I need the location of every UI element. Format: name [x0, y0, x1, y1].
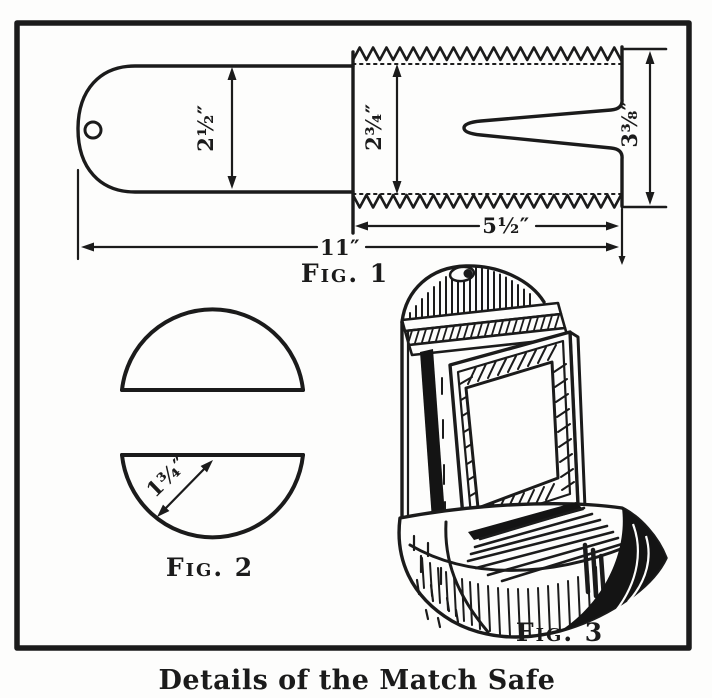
arrowhead-up-right — [200, 460, 213, 473]
fig1-dim-handle-width: 2½″ — [193, 67, 237, 189]
fig1-label: Fig. 1 — [301, 259, 389, 288]
fig3-left-side-hatching — [441, 377, 446, 519]
fig3-crest-hatching — [409, 266, 531, 321]
fig1-serrated-bottom-edge — [351, 193, 623, 209]
fig3-tray-slats — [466, 506, 624, 583]
fig1-dim-overall-length: 11″ — [76, 168, 626, 265]
fig2-label: Fig. 2 — [166, 553, 254, 582]
dimension-label-cap-radius: 1¾″ — [141, 451, 192, 502]
fig3-tray-inner-shadow — [468, 502, 584, 540]
fig2-drawing: 1¾″ Fig. 2 — [120, 307, 305, 582]
fig3-tray-front-rim — [408, 543, 628, 572]
fig3-label: Fig. 3 — [516, 618, 604, 647]
fig2-bottom-cap-arc — [120, 453, 305, 540]
fig3-tray-left-cap-edge — [444, 520, 490, 634]
dimension-label-overall-length: 11″ — [320, 235, 360, 260]
arrowhead-down — [645, 192, 655, 205]
fig3-tray-right-cap — [560, 508, 666, 631]
fig1-dim-striker-outer-width: 3⅜″ — [617, 47, 668, 209]
fig3-left-shadow-stripe — [420, 349, 446, 534]
drawing-caption: Details of the Match Safe — [159, 665, 556, 696]
fig3-frame-inner-opening — [464, 360, 560, 510]
fig1-handle-outline — [76, 64, 355, 194]
drawing-border — [14, 20, 692, 651]
arrowhead-down — [392, 181, 402, 194]
arrowhead-down — [227, 176, 237, 189]
arrowhead-up — [227, 67, 237, 80]
fig1-serrated-top-edge — [351, 46, 623, 62]
dimension-label-striker-length: 5½″ — [482, 213, 529, 238]
fig2-dim-cap-radius: 1¾″ — [141, 451, 213, 517]
arrowhead-up — [645, 51, 655, 64]
fig1-hanging-hole — [83, 120, 103, 140]
fig1-body-right-profile-and-slot — [462, 45, 624, 208]
fig3-hanger-hole-shadow — [463, 269, 473, 278]
arrowhead-down-left — [157, 504, 170, 517]
fig3-drawing: Fig. 3 — [397, 264, 668, 647]
arrowhead-left — [355, 221, 368, 231]
dimension-label-handle-width: 2½″ — [193, 104, 218, 151]
fig1-drawing: 2½″ 2¾″ 3⅜″ 5½″ — [76, 45, 668, 288]
fig1-dim-striker-inner-width: 2¾″ — [361, 64, 402, 194]
arrowhead-right — [606, 221, 619, 231]
arrowhead-left — [81, 242, 94, 252]
fig3-lid-band-hatching — [407, 313, 560, 345]
fig1-dim-striker-length: 5½″ — [351, 205, 619, 238]
dimension-label-striker-outer-width: 3⅜″ — [617, 100, 642, 147]
arrowhead-right — [606, 242, 619, 252]
fig3-tray-right-cap-highlights — [614, 523, 650, 613]
fig3-frame-band-edge — [456, 339, 572, 528]
fig3-tray-left-cap-stippling — [412, 534, 460, 629]
arrowhead-down — [618, 256, 626, 265]
fig2-top-cap-arc — [120, 307, 305, 392]
dimension-label-striker-inner-width: 2¾″ — [361, 103, 386, 150]
arrowhead-up — [392, 64, 402, 77]
